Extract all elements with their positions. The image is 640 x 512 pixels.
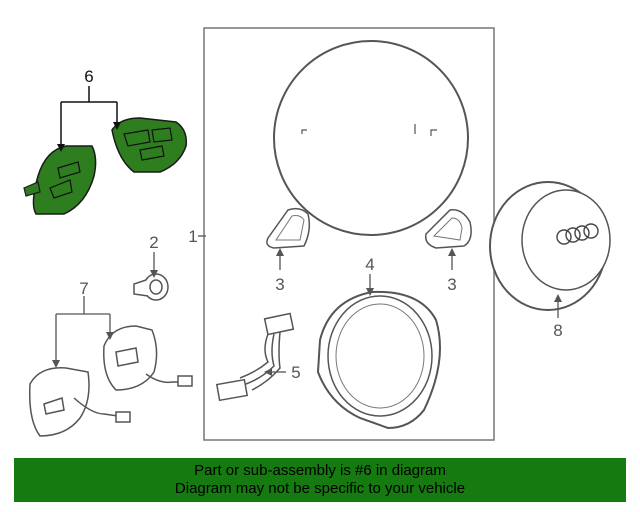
callout-2: 2 [149,233,158,252]
info-banner-line-2: Diagram may not be specific to your vehi… [174,480,466,497]
switch-module-right [111,117,188,173]
callout-1: 1 [188,227,197,246]
screw [133,273,169,301]
arrow-6-right [113,122,121,130]
wire-harness [215,312,295,402]
info-banner: Part or sub-assembly is #6 in diagram Di… [14,458,626,502]
rings-logo [556,223,599,245]
info-banner-line-1: Part or sub-assembly is #6 in diagram [194,462,446,479]
callout-3-right: 3 [447,275,456,294]
paddle-left [266,207,311,249]
leader-lines-grey [55,235,559,373]
paddle-right [424,209,472,249]
callout-5: 5 [291,363,300,382]
callout-8: 8 [553,321,562,340]
switch-module-lower-right [103,325,193,391]
switch-module-lower-left [28,367,131,437]
cover-ring [316,290,441,430]
switch-module-left [23,145,97,215]
callout-4: 4 [365,255,374,274]
callout-6: 6 [84,67,93,86]
callout-7: 7 [79,279,88,298]
leader-lines [60,86,118,146]
arrow-6-left [57,144,65,152]
steering-wheel-hub [273,40,469,236]
airbag-module [489,181,611,311]
callout-3-left: 3 [275,275,284,294]
arrowheads-grey [52,248,562,376]
